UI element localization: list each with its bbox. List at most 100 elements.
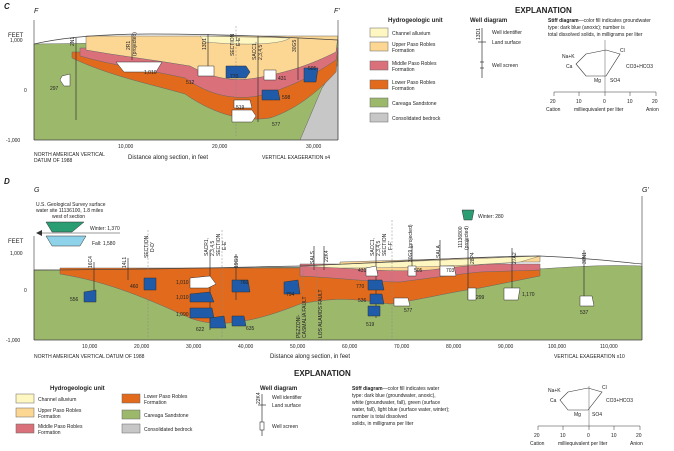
svg-text:Formation: Formation — [392, 86, 415, 92]
svg-text:SECTION: SECTION — [382, 233, 388, 256]
svg-text:50,000: 50,000 — [290, 344, 306, 350]
svg-text:Careaga Sandstone: Careaga Sandstone — [144, 413, 189, 419]
svg-text:-1,000: -1,000 — [6, 338, 20, 344]
c-well-sacc1: SACC1, — [252, 42, 258, 60]
c-ytick-m1000: -1,000 — [6, 138, 20, 144]
svg-text:11136800: 11136800 — [458, 226, 464, 248]
d-well-labels: 16C4 14L1 SECTION D-D' SACR1, 2,3,4,5 SE… — [88, 224, 588, 338]
svg-text:556: 556 — [70, 297, 79, 303]
svg-text:number is total dissolved: number is total dissolved — [352, 414, 407, 420]
svg-text:2,3,4,5: 2,3,4,5 — [210, 240, 216, 256]
svg-text:Well screen: Well screen — [492, 63, 518, 69]
svg-text:Upper Paso Robles: Upper Paso Robles — [38, 408, 82, 414]
c-datum-2: DATUM OF 1988 — [34, 158, 72, 164]
c-stiff-770 — [225, 65, 251, 79]
svg-text:Cl: Cl — [602, 385, 607, 391]
c-stiff-297 — [59, 73, 71, 87]
c-section-e: SECTION — [230, 33, 236, 56]
svg-text:Well identifier: Well identifier — [492, 30, 522, 36]
c-xtick-20000: 20,000 — [212, 144, 228, 150]
svg-text:Mg: Mg — [574, 412, 581, 418]
svg-text:G: G — [34, 187, 40, 194]
svg-text:Careaga Sandstone: Careaga Sandstone — [392, 101, 437, 107]
svg-text:west of section: west of section — [52, 214, 85, 220]
c-alluvium — [199, 35, 291, 45]
svg-text:70,000: 70,000 — [394, 344, 410, 350]
svg-text:Fall: 1,580: Fall: 1,580 — [92, 241, 116, 247]
c-stiff-519 — [233, 99, 253, 109]
svg-text:14L1: 14L1 — [122, 257, 128, 268]
svg-text:milliequivalent per liter: milliequivalent per liter — [558, 441, 608, 447]
svg-text:10,000: 10,000 — [82, 344, 98, 350]
svg-text:E-E': E-E' — [222, 241, 228, 250]
svg-text:297: 297 — [50, 86, 59, 92]
svg-text:Upper Paso Robles: Upper Paso Robles — [392, 42, 436, 48]
d-lower — [59, 267, 541, 324]
svg-text:1,090: 1,090 — [176, 312, 189, 318]
svg-text:milliequivalent per liter: milliequivalent per liter — [574, 107, 624, 113]
svg-text:Distance along section, in fee: Distance along section, in feet — [270, 354, 350, 360]
svg-text:110,000: 110,000 — [600, 344, 618, 350]
svg-text:Mg: Mg — [594, 78, 601, 84]
svg-text:SO4: SO4 — [610, 78, 620, 84]
section-d: D G G' FEET 1,000 0 -1,000 10,000 20,000… — [4, 177, 649, 360]
c-well-13d1: 13D1 — [202, 38, 208, 50]
svg-text:Formation: Formation — [392, 48, 415, 54]
svg-text:20: 20 — [636, 433, 642, 439]
svg-text:Channel alluvium: Channel alluvium — [38, 397, 76, 403]
svg-text:703: 703 — [446, 268, 455, 274]
legend-top: EXPLANATION Hydrogeologic unit Channel a… — [369, 6, 659, 123]
svg-text:(projected): (projected) — [464, 226, 470, 250]
c-well-2n1: 2N1 — [70, 37, 76, 46]
svg-text:Well identifier: Well identifier — [272, 395, 302, 401]
svg-text:1,010: 1,010 — [176, 295, 189, 301]
d-x-ticks: 10,000 20,000 30,000 40,000 50,000 60,00… — [82, 344, 618, 350]
svg-text:0: 0 — [603, 99, 606, 105]
svg-text:0: 0 — [587, 433, 590, 439]
c-section-e2: E-E' — [236, 37, 242, 46]
section-c-letter: C — [4, 2, 10, 11]
c-well-2r1-proj: (projected) — [132, 32, 138, 56]
svg-text:431: 431 — [358, 268, 367, 274]
svg-text:Anion: Anion — [630, 441, 643, 447]
svg-text:SACR1,: SACR1, — [204, 238, 210, 256]
d-stiff-winter — [45, 221, 85, 233]
svg-text:CO3+HCO3: CO3+HCO3 — [626, 64, 653, 70]
svg-text:431: 431 — [278, 76, 287, 82]
c-exaggeration: VERTICAL EXAGERATION x4 — [262, 155, 330, 161]
c-datum-1: NORTH AMERICAN VERTICAL — [34, 152, 105, 158]
svg-text:20: 20 — [652, 99, 658, 105]
svg-text:Na+K: Na+K — [548, 388, 561, 394]
svg-text:770: 770 — [230, 74, 239, 80]
svg-text:635: 635 — [246, 326, 255, 332]
svg-text:Ca: Ca — [566, 64, 573, 70]
svg-text:Na+K: Na+K — [562, 54, 575, 60]
svg-text:794: 794 — [286, 292, 295, 298]
svg-text:Well diagram: Well diagram — [470, 18, 507, 24]
svg-text:LOS ALAMOS FAULT: LOS ALAMOS FAULT — [318, 289, 324, 338]
svg-text:D-D': D-D' — [150, 242, 156, 252]
svg-text:total dissolved solids, in mil: total dissolved solids, in milligrams pe… — [548, 32, 643, 38]
svg-text:Cl: Cl — [620, 48, 625, 54]
svg-text:90,000: 90,000 — [498, 344, 514, 350]
svg-text:519: 519 — [236, 105, 245, 111]
svg-text:solids, in milligrams per lite: solids, in milligrams per liter — [352, 421, 414, 427]
svg-text:537: 537 — [580, 310, 589, 316]
c-x-title: Distance along section, in feet — [128, 155, 208, 161]
svg-text:10: 10 — [560, 433, 566, 439]
svg-text:water site 11136100, 1.8 miles: water site 11136100, 1.8 miles — [36, 208, 104, 214]
svg-text:20: 20 — [534, 433, 540, 439]
svg-text:Land surface: Land surface — [272, 403, 301, 409]
svg-text:SECTION: SECTION — [144, 235, 150, 258]
svg-text:Hydrogeologic unit: Hydrogeologic unit — [388, 18, 443, 24]
svg-text:Winter: 280: Winter: 280 — [478, 214, 504, 220]
svg-text:FEET: FEET — [8, 239, 24, 245]
svg-text:10: 10 — [611, 433, 617, 439]
svg-text:Formation: Formation — [38, 414, 61, 420]
c-stiff-598 — [261, 89, 281, 101]
svg-text:13D1: 13D1 — [476, 28, 482, 40]
svg-text:NORTH AMERICAN VERTICAL DATUM: NORTH AMERICAN VERTICAL DATUM OF 1988 — [34, 354, 145, 360]
svg-text:30N1: 30N1 — [582, 252, 588, 264]
c-well-sacc1b: 2,3,4,5 — [258, 44, 264, 60]
